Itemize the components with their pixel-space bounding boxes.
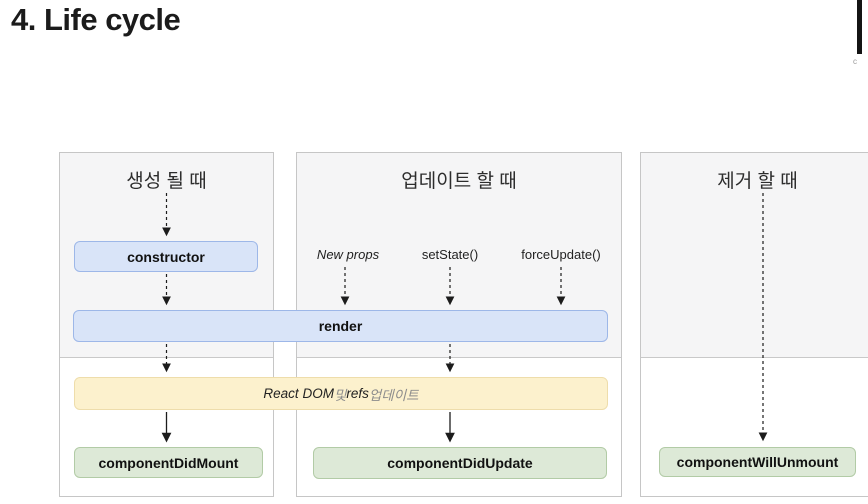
column-created-header: 생성 될 때	[126, 171, 207, 192]
label-setstate: setState()	[421, 247, 479, 262]
node-component-will-unmount: componentWillUnmount	[659, 447, 856, 477]
node-constructor: constructor	[74, 241, 258, 272]
react-dom-text-ko2: 업데이트	[368, 387, 419, 403]
column-updated-header: 업데이트 할 때	[401, 171, 517, 192]
react-dom-text-ko1: 및	[333, 387, 347, 403]
node-component-did-update: componentDidUpdate	[313, 447, 607, 479]
label-forceupdate: forceUpdate()	[521, 247, 601, 262]
column-removed: 제거 할 때	[640, 152, 868, 497]
react-dom-text-en2: refs	[346, 386, 369, 401]
column-removed-header: 제거 할 때	[717, 171, 798, 192]
label-new-props: New props	[316, 247, 380, 262]
corner-mark: c	[853, 57, 857, 66]
node-render: render	[73, 310, 608, 342]
column-removed-shaded-area	[641, 153, 868, 358]
react-dom-text-en1: React DOM	[263, 386, 334, 401]
cropped-edge-bar	[857, 0, 862, 54]
node-react-dom-refs-update: React DOM 및 refs 업데이트	[74, 377, 608, 410]
page-title: 4. Life cycle	[11, 2, 181, 37]
node-component-did-mount: componentDidMount	[74, 447, 263, 478]
